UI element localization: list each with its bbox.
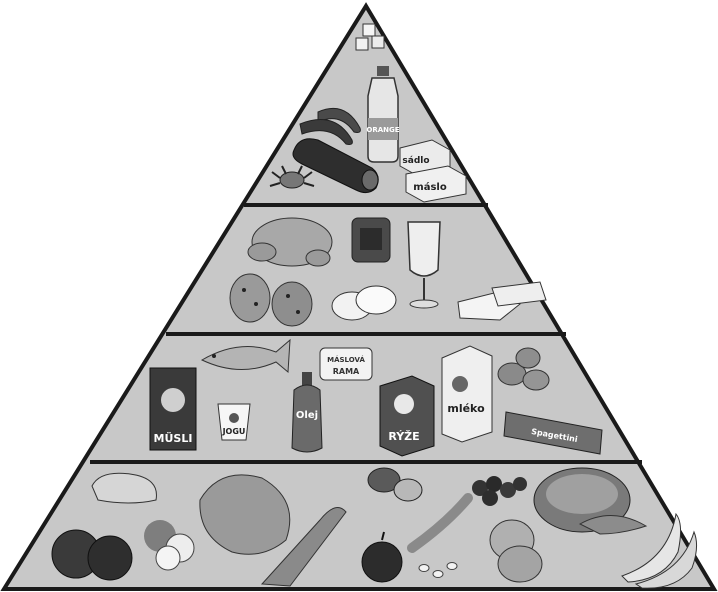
muesli-label: MÜSLI xyxy=(154,431,193,445)
meat-jar-icon xyxy=(352,218,390,262)
rice-box-icon: RÝŽE xyxy=(380,376,434,456)
muesli-box-icon: MÜSLI xyxy=(150,368,196,450)
milk-label: mléko xyxy=(447,402,485,415)
margarine-label: RAMA xyxy=(333,367,360,376)
yogurt-label: JOGU xyxy=(222,427,246,436)
oil-label: Olej xyxy=(296,410,318,421)
lard-label: sádlo xyxy=(402,156,429,166)
yogurt-cup-icon: JOGU xyxy=(218,404,250,440)
bottle-label: ORANGE xyxy=(366,126,399,134)
margarine-sub-label: MÁSLOVÁ xyxy=(327,355,365,364)
orange-soda-bottle-icon: ORANGE xyxy=(366,66,399,162)
rice-label: RÝŽE xyxy=(388,430,419,443)
margarine-tub-icon: MÁSLOVÁ RAMA xyxy=(320,348,372,380)
milk-carton-icon: mléko xyxy=(442,346,492,442)
butter-label: máslo xyxy=(413,181,447,193)
